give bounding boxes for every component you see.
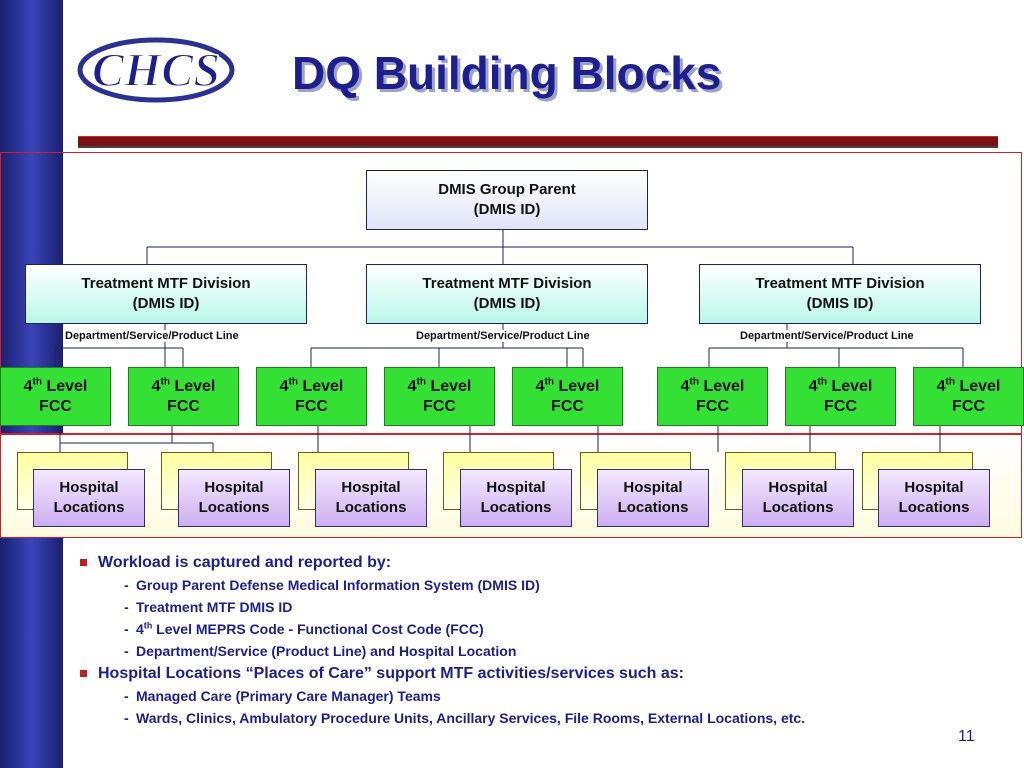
fcc-line2: FCC: [423, 397, 456, 415]
fcc-box: 4th Level FCC: [0, 367, 111, 426]
sub-bullet-item: Group Parent Defense Medical Information…: [80, 577, 980, 593]
hospital-line1: Hospital: [341, 479, 401, 496]
division-line2: (DMIS ID): [132, 295, 200, 312]
hospital-line1: Hospital: [486, 479, 546, 496]
treatment-division-box: Treatment MTF Division (DMIS ID): [25, 264, 307, 324]
fcc-line1: 4th Level: [407, 376, 472, 395]
fcc-box: 4th Level FCC: [785, 367, 896, 426]
page-title: DQ Building Blocks: [292, 47, 722, 99]
fcc-box: 4th Level FCC: [657, 367, 768, 426]
hospital-line1: Hospital: [623, 479, 683, 496]
bullet-item: Workload is captured and reported by:: [80, 554, 980, 572]
division-line1: Treatment MTF Division: [422, 275, 592, 292]
hospital-locations-box: Hospital Locations: [315, 469, 427, 527]
sub-bullet-item: Department/Service (Product Line) and Ho…: [80, 643, 980, 659]
page-number: 11: [958, 728, 975, 745]
hierarchy-frame: [0, 152, 1022, 434]
fcc-line2: FCC: [952, 397, 985, 415]
fcc-box: 4th Level FCC: [512, 367, 623, 426]
dept-service-label: Department/Service/Product Line: [739, 330, 915, 342]
parent-line2: (DMIS ID): [473, 201, 541, 218]
hospital-line1: Hospital: [768, 479, 828, 496]
hospital-line2: Locations: [53, 499, 125, 516]
division-line1: Treatment MTF Division: [81, 275, 251, 292]
hospital-line1: Hospital: [59, 479, 119, 496]
fcc-line1: 4th Level: [23, 376, 88, 395]
fcc-box: 4th Level FCC: [128, 367, 239, 426]
sub-bullet-item: Managed Care (Primary Care Manager) Team…: [80, 688, 980, 704]
fcc-line2: FCC: [167, 397, 200, 415]
division-line2: (DMIS ID): [473, 295, 541, 312]
fcc-line2: FCC: [295, 397, 328, 415]
fcc-line1: 4th Level: [151, 376, 216, 395]
fcc-line2: FCC: [551, 397, 584, 415]
fcc-line2: FCC: [824, 397, 857, 415]
fcc-line1: 4th Level: [808, 376, 873, 395]
fcc-line2: FCC: [696, 397, 729, 415]
fcc-box: 4th Level FCC: [256, 367, 367, 426]
hospital-locations-box: Hospital Locations: [33, 469, 145, 527]
fcc-line2: FCC: [39, 397, 72, 415]
hospital-locations-box: Hospital Locations: [878, 469, 990, 527]
fcc-line1: 4th Level: [535, 376, 600, 395]
hospital-locations-box: Hospital Locations: [742, 469, 854, 527]
fcc-line1: 4th Level: [279, 376, 344, 395]
sub-bullet-item: Wards, Clinics, Ambulatory Procedure Uni…: [80, 710, 980, 726]
hospital-line1: Hospital: [204, 479, 264, 496]
fcc-line1: 4th Level: [936, 376, 1001, 395]
bullet-list: Workload is captured and reported by: Gr…: [80, 554, 980, 732]
svg-text:CHCS: CHCS: [92, 44, 220, 97]
hospital-line2: Locations: [480, 499, 552, 516]
treatment-division-box: Treatment MTF Division (DMIS ID): [366, 264, 648, 324]
hospital-line2: Locations: [617, 499, 689, 516]
hospital-line1: Hospital: [904, 479, 964, 496]
dmis-group-parent-box: DMIS Group Parent (DMIS ID): [366, 170, 648, 230]
hospital-locations-box: Hospital Locations: [597, 469, 709, 527]
hospital-line2: Locations: [898, 499, 970, 516]
sub-bullet-item: 4th Level MEPRS Code - Functional Cost C…: [80, 621, 980, 637]
fcc-line1: 4th Level: [680, 376, 745, 395]
title-divider: [78, 136, 998, 146]
bullet-item: Hospital Locations “Places of Care” supp…: [80, 665, 980, 683]
dept-service-label: Department/Service/Product Line: [415, 330, 591, 342]
hospital-line2: Locations: [198, 499, 270, 516]
parent-line1: DMIS Group Parent: [438, 181, 576, 198]
hospital-line2: Locations: [762, 499, 834, 516]
sub-bullet-item: Treatment MTF DMIS ID: [80, 599, 980, 615]
hospital-locations-box: Hospital Locations: [178, 469, 290, 527]
chcs-logo: CHCS: [77, 37, 235, 103]
hospital-line2: Locations: [335, 499, 407, 516]
fcc-box: 4th Level FCC: [913, 367, 1024, 426]
division-line2: (DMIS ID): [806, 295, 874, 312]
treatment-division-box: Treatment MTF Division (DMIS ID): [699, 264, 981, 324]
division-line1: Treatment MTF Division: [755, 275, 925, 292]
dept-service-label: Department/Service/Product Line: [64, 330, 240, 342]
hospital-locations-box: Hospital Locations: [460, 469, 572, 527]
fcc-box: 4th Level FCC: [384, 367, 495, 426]
